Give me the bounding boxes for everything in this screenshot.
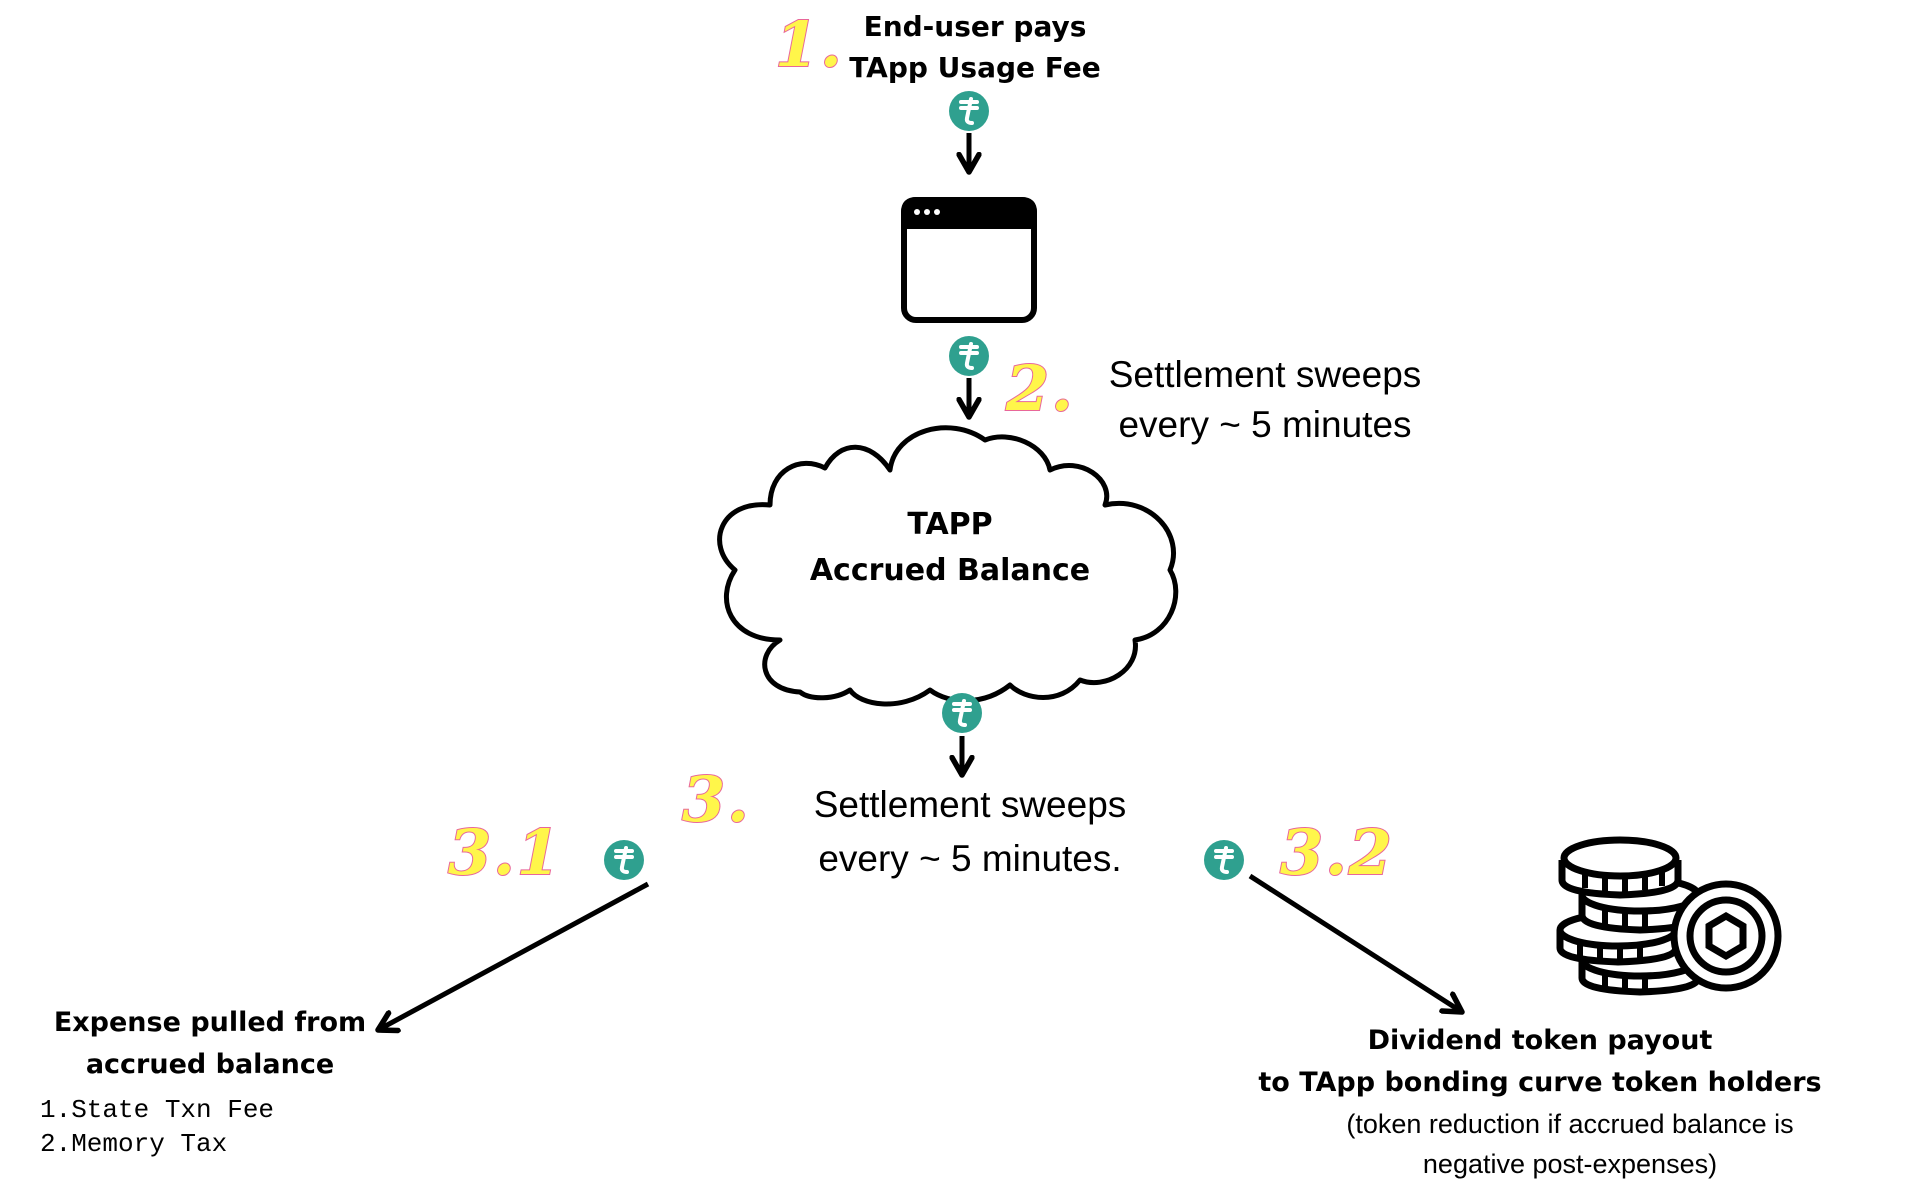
step-3-1-number: 3.1	[447, 815, 562, 890]
step-2-line1: Settlement sweeps	[1108, 354, 1422, 395]
token-icon	[604, 840, 644, 880]
dividend-note-line2: negative post-expenses)	[1422, 1149, 1718, 1179]
expense-title-line2: accrued balance	[85, 1049, 335, 1080]
token-icon	[949, 91, 989, 131]
step-3-2-number: 3.2	[1279, 815, 1394, 890]
step-2-number: 2.	[1005, 351, 1075, 426]
cloud-label: TAPP Accrued Balance	[780, 502, 1120, 594]
expense-item-2: 2.Memory Tax	[40, 1129, 228, 1159]
step-3-label: Settlement sweeps every ~ 5 minutes.	[770, 778, 1170, 886]
expense-title: Expense pulled from accrued balance	[40, 1002, 380, 1086]
token-icon	[1204, 840, 1244, 880]
step-1-line1: End-user pays	[863, 10, 1087, 43]
step-2-label: Settlement sweeps every ~ 5 minutes	[1085, 350, 1445, 450]
coin-stack-icon	[1556, 836, 1782, 996]
dividend-note-line1: (token reduction if accrued balance is	[1346, 1109, 1794, 1139]
token-icon	[942, 693, 982, 733]
step-2-line2: every ~ 5 minutes	[1118, 404, 1412, 445]
cloud-line2: Accrued Balance	[809, 553, 1091, 588]
expense-list: 1.State Txn Fee 2.Memory Tax	[40, 1093, 274, 1161]
cloud-line1: TAPP	[907, 507, 993, 542]
arrow-icon	[378, 881, 650, 1030]
step-1-line2: TApp Usage Fee	[849, 51, 1101, 84]
dividend-title-line2: to TApp bonding curve token holders	[1258, 1067, 1822, 1098]
step-3-line2: every ~ 5 minutes.	[818, 838, 1122, 879]
dividend-title-line1: Dividend token payout	[1367, 1025, 1713, 1056]
dividend-title: Dividend token payout to TApp bonding cu…	[1240, 1020, 1840, 1104]
arrow-icon	[1248, 873, 1462, 1012]
cloud-shape	[717, 425, 1179, 707]
dividend-note: (token reduction if accrued balance is n…	[1290, 1104, 1850, 1184]
expense-title-line1: Expense pulled from	[53, 1007, 367, 1038]
step-1-label: End-user pays TApp Usage Fee	[840, 6, 1110, 88]
step-3-number: 3.	[681, 762, 751, 837]
token-icon	[949, 336, 989, 376]
step-1-number: 1.	[774, 7, 844, 82]
browser-window-icon	[901, 197, 1037, 323]
expense-item-1: 1.State Txn Fee	[40, 1095, 275, 1125]
step-3-line1: Settlement sweeps	[813, 784, 1127, 825]
